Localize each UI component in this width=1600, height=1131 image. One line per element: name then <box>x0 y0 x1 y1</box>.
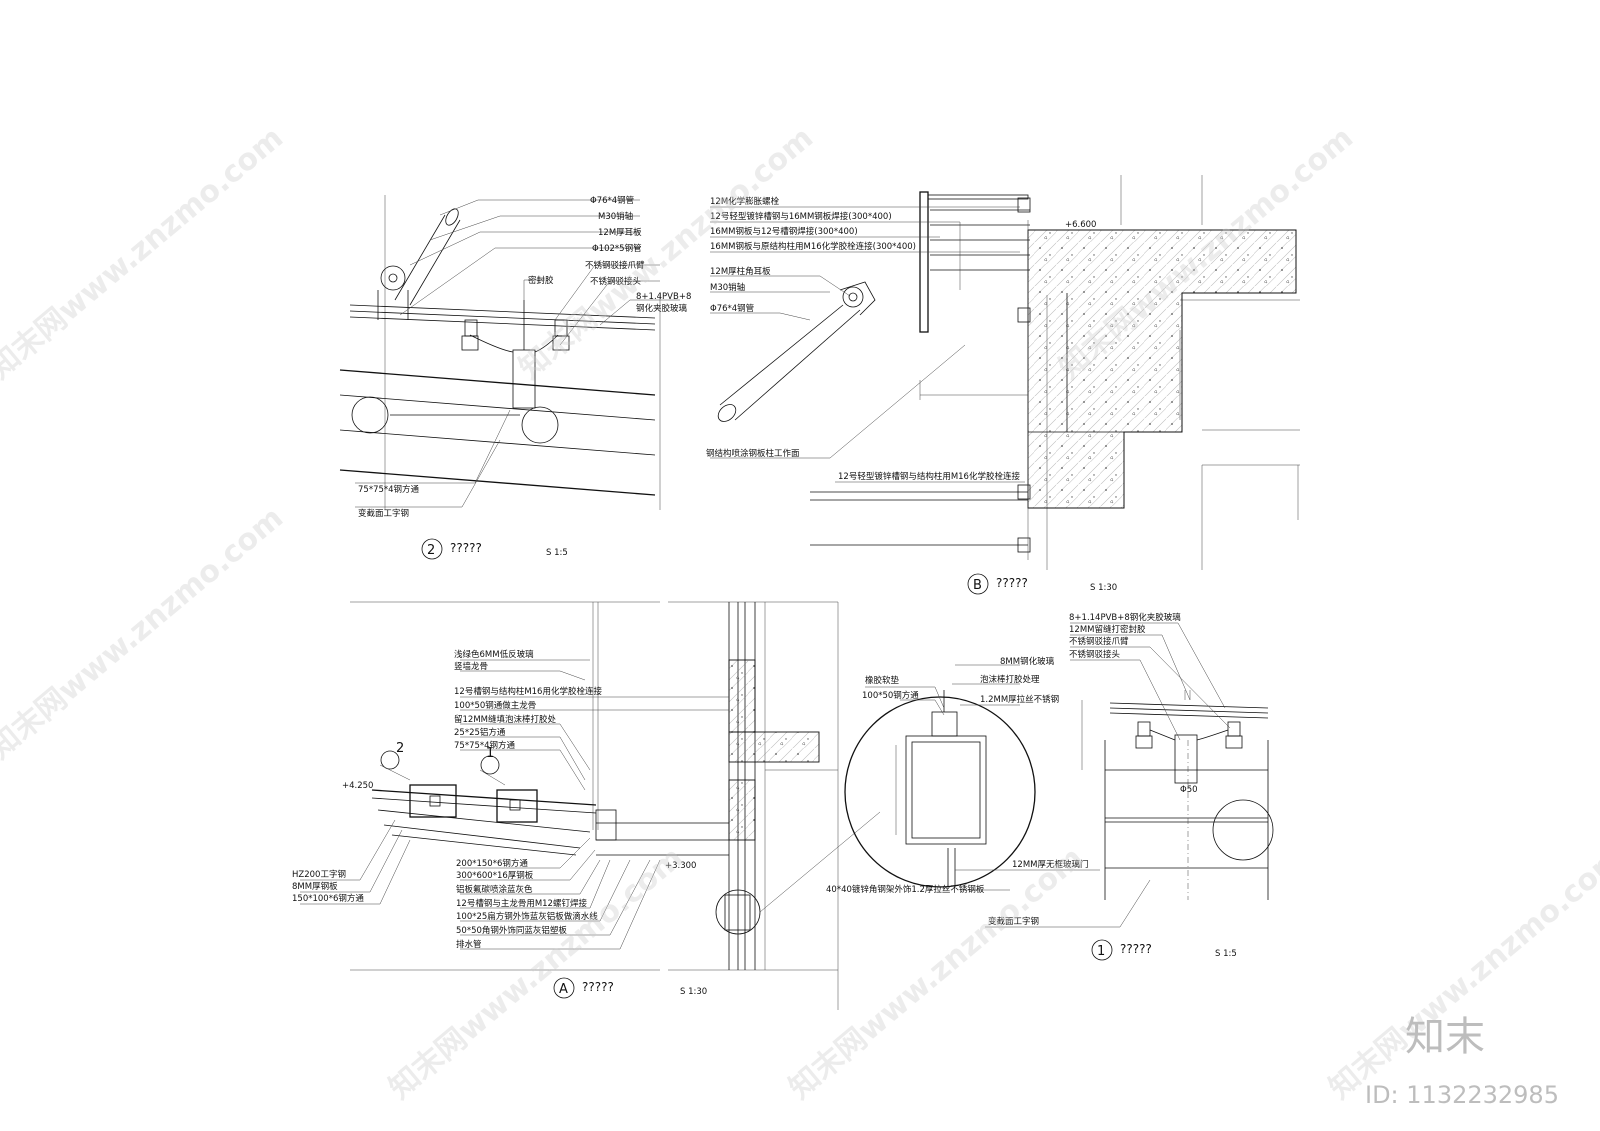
watermark-text-1: 知末网www.znzmo.com <box>0 120 290 386</box>
dA-elevation-left: +4.250 <box>342 781 373 791</box>
dA-bottom-label-3: 12号槽钢与主龙骨用M12螺钉焊接 <box>456 898 587 909</box>
d1-label-0: 8+1.14PVB+8钢化夹胶玻璃 <box>1069 612 1181 623</box>
detail-A-title: A ????? S 1:30 <box>553 977 707 999</box>
dA-bottom-label-1: 300*600*16厚钢板 <box>456 870 534 881</box>
dA-left-label-1: 8MM厚钢板 <box>292 881 338 892</box>
detail-1-number: 1 <box>1097 944 1105 959</box>
detail-B-title: B ????? S 1:30 <box>967 573 1117 595</box>
dA-bottom-label-2: 铝板氟碳喷涂蓝灰色 <box>456 884 533 895</box>
d1-label-2: 不锈钢驳接爪臂 <box>1069 636 1129 647</box>
dC-label-4: 1.2MM厚拉丝不锈钢 <box>980 694 1059 705</box>
detail-2-title-text: ????? <box>450 541 482 555</box>
dA-elevation-right: +3.300 <box>665 861 696 871</box>
watermark-text-6: 知末网www.znzmo.com <box>783 840 1090 1106</box>
dB-label-4: 12M厚柱角耳板 <box>710 266 771 277</box>
detail-2-drawing <box>339 195 680 510</box>
watermark-layer: 知末网www.znzmo.com 知末网www.znzmo.com 知末网www… <box>0 120 1600 1109</box>
detail-2-title: 2 ????? S 1:5 <box>421 538 568 560</box>
dA-bottom-label-5: 50*50角钢外饰同蓝灰铝塑板 <box>456 925 567 936</box>
d1-label-3: 不锈钢驳接头 <box>1069 649 1121 660</box>
dB-label-0: 12M化学膨胀螺栓 <box>710 196 780 207</box>
dC-label-6: 40*40镀锌角钢架外饰1.2厚拉丝不锈钢板 <box>826 884 985 895</box>
detail-A-scale: S 1:30 <box>680 987 707 997</box>
d2-label-7: 8+1.4PVB+8 <box>636 292 691 302</box>
d2-label-1: M30销轴 <box>598 211 633 222</box>
dA-bottom-label-0: 200*150*6钢方通 <box>456 858 528 869</box>
detail-A-title-text: ????? <box>582 980 614 994</box>
d2-label-4: 不锈钢驳接爪臂 <box>585 260 645 271</box>
dB-label-3: 16MM钢板与原结构柱用M16化学胶栓连接(300*400) <box>710 241 916 252</box>
dA-left-label-2: 150*100*6钢方通 <box>292 893 364 904</box>
detail-2-number: 2 <box>427 543 435 558</box>
dC-label-5: 12MM厚无框玻璃门 <box>1012 859 1088 870</box>
d1-label-4: 变截面工字钢 <box>988 916 1039 927</box>
dC-label-3: 100*50钢方通 <box>862 690 919 701</box>
detail-A-number: A <box>559 982 568 997</box>
d2-label-6: 不锈钢驳接头 <box>590 276 642 287</box>
dC-label-0: 8MM钢化玻璃 <box>1000 656 1055 667</box>
d1-label-1: 12MM留缝打密封胶 <box>1069 624 1146 635</box>
dA-bottom-label-4: 100*25扁方钢外饰蓝灰铝板做滴水线 <box>456 911 598 922</box>
watermark-brand: 知末 <box>1405 1014 1485 1060</box>
detail-B-number-circle <box>967 573 989 595</box>
dB-label-5: M30销轴 <box>710 282 745 293</box>
d2-label-5: 密封胶 <box>528 275 554 286</box>
d1-dim: Φ50 <box>1180 785 1198 795</box>
detail-1-title-text: ????? <box>1120 942 1152 956</box>
d2-label-0: Φ76*4钢管 <box>590 195 634 206</box>
d2-label-10: 变截面工字钢 <box>358 508 409 519</box>
detail-B-scale: S 1:30 <box>1090 583 1117 593</box>
d2-label-3: Φ102*5钢管 <box>592 243 642 254</box>
dB-label-1: 12号轻型镀锌槽钢与16MM钢板焊接(300*400) <box>710 211 892 222</box>
d2-label-9: 75*75*4钢方通 <box>358 484 420 495</box>
watermark-text-2: 知末网www.znzmo.com <box>513 120 820 386</box>
dB-elevation: +6.600 <box>1065 220 1096 230</box>
detail-2-scale: S 1:5 <box>546 548 568 558</box>
dA-right-label-1: 竖墙龙骨 <box>454 661 488 672</box>
detail-B-title-text: ????? <box>996 576 1028 590</box>
detail-A-drawing <box>300 601 881 1010</box>
circle-detail-labels: 8MM钢化玻璃 橡胶软垫 泡沫棒打胶处理 100*50钢方通 1.2MM厚拉丝不… <box>826 656 1088 895</box>
detail-B-number: B <box>973 578 982 593</box>
dB-label-6: Φ76*4钢管 <box>710 303 754 314</box>
dC-label-1: 橡胶软垫 <box>865 675 900 686</box>
dB-label-8: 12号轻型镀锌槽钢与结构柱用M16化学胶栓连接 <box>838 471 1020 482</box>
dA-tag-2: 2 <box>396 741 404 756</box>
detail-B-labels: 12M化学膨胀螺栓 12号轻型镀锌槽钢与16MM钢板焊接(300*400) 16… <box>706 196 1096 482</box>
dA-right-label-3: 100*50钢通做主龙骨 <box>454 700 536 711</box>
d2-label-8: 钢化夹胶玻璃 <box>636 303 688 314</box>
dA-left-label-0: HZ200工字钢 <box>292 869 346 880</box>
d2-label-2: 12M厚耳板 <box>598 227 642 238</box>
detail-B-drawing <box>710 175 1300 570</box>
detail-2-number-circle <box>421 538 443 560</box>
watermark-text-7: 知末网www.znzmo.com <box>1323 840 1600 1106</box>
dA-right-label-0: 浅绿色6MM低反玻璃 <box>454 649 534 660</box>
detail-A-number-circle <box>553 977 575 999</box>
dA-right-label-2: 12号槽钢与结构柱M16用化学胶栓连接 <box>454 686 602 697</box>
watermark-id: ID: 1132232985 <box>1365 1081 1559 1109</box>
dB-label-2: 16MM钢板与12号槽钢焊接(300*400) <box>710 226 858 237</box>
dA-tag-1: 1 <box>486 746 494 761</box>
detail-A-labels: 浅绿色6MM低反玻璃 竖墙龙骨 12号槽钢与结构柱M16用化学胶栓连接 100*… <box>292 649 696 950</box>
watermark-text-4: 知末网www.znzmo.com <box>0 500 290 766</box>
dA-right-label-4: 留12MM缝填泡沫棒打胶处 <box>454 714 556 725</box>
detail-1-number-circle <box>1091 939 1113 961</box>
dC-label-2: 泡沫棒打胶处理 <box>980 674 1040 685</box>
detail-1-drawing <box>985 622 1274 928</box>
detail-1-labels: 8+1.14PVB+8钢化夹胶玻璃 12MM留缝打密封胶 不锈钢驳接爪臂 不锈钢… <box>988 612 1198 927</box>
dA-bottom-label-6: 排水管 <box>456 939 482 950</box>
circle-detail-drawing <box>844 664 1100 891</box>
dA-right-label-5: 25*25铝方通 <box>454 727 506 738</box>
detail-2-labels: Φ76*4钢管 M30销轴 12M厚耳板 Φ102*5钢管 不锈钢驳接爪臂 密封… <box>358 195 691 519</box>
dA-right-label-6: 75*75*4钢方通 <box>454 740 516 751</box>
detail-1-title: 1 ????? S 1:5 <box>1091 939 1237 961</box>
detail-1-scale: S 1:5 <box>1215 949 1237 959</box>
dB-label-7: 钢结构喷涂钢板柱工作面 <box>706 448 800 459</box>
